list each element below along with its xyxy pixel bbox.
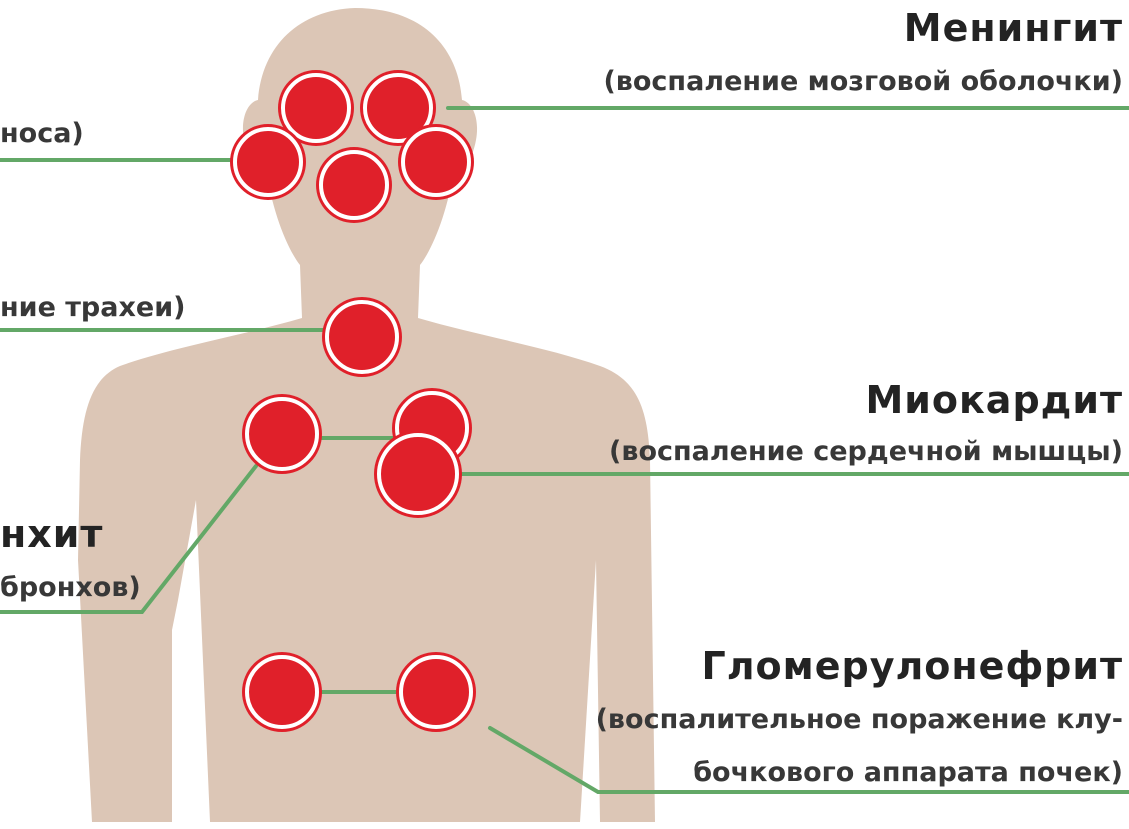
head-marker-3 <box>230 124 306 200</box>
heart-marker-lower <box>374 430 462 518</box>
human-body-silhouette <box>78 8 655 822</box>
bronchitis-description: бронхов) <box>0 572 141 603</box>
bronchitis-title: нхит <box>0 512 103 556</box>
trachea-description: ние трахеи) <box>0 292 185 323</box>
trachea-marker <box>322 297 402 377</box>
myocarditis-description: (воспаление сердечной мышцы) <box>609 436 1123 467</box>
meningitis-title: Менингит <box>904 6 1123 50</box>
myocarditis-title: Миокардит <box>865 378 1123 422</box>
head-marker-5 <box>398 124 474 200</box>
kidney-marker-right <box>396 652 476 732</box>
nose-description: носа) <box>0 118 84 149</box>
kidney-marker-left <box>242 652 322 732</box>
head-marker-4 <box>316 147 392 223</box>
glomerulonephritis-title: Гломерулонефрит <box>702 644 1123 688</box>
glomerulonephritis-description-line2: бочкового аппарата почек) <box>693 757 1123 788</box>
glomerulonephritis-description-line1: (воспалительное поражение клу- <box>596 704 1123 735</box>
lung-marker-left <box>242 394 322 474</box>
meningitis-description: (воспаление мозговой оболочки) <box>603 66 1123 97</box>
